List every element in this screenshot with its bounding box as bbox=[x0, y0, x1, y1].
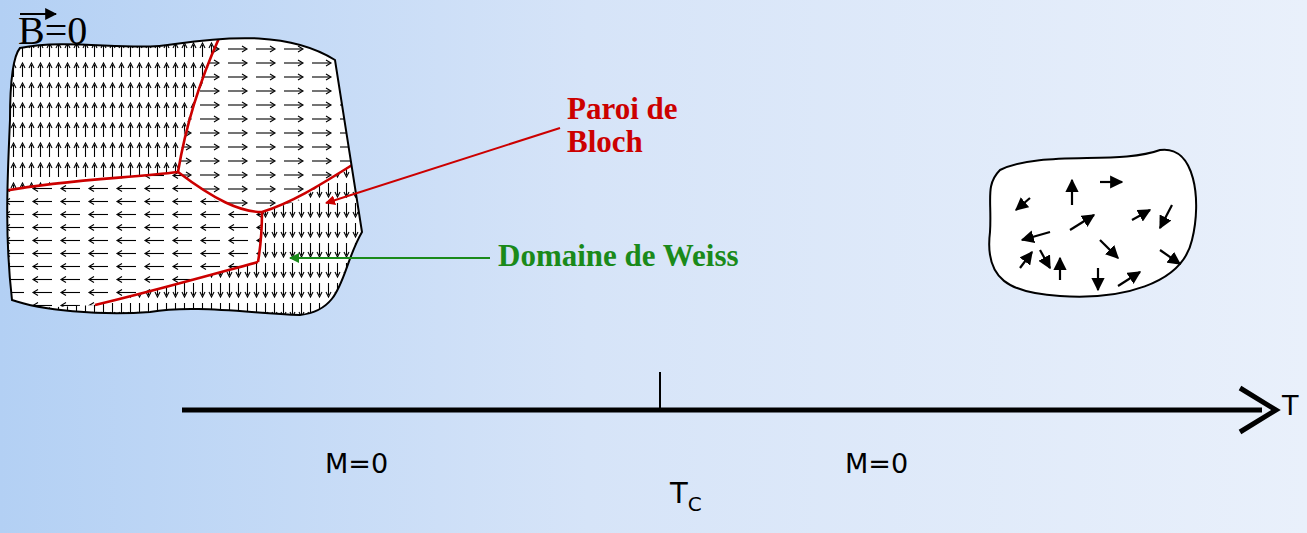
magnetization-label: M=0 bbox=[845, 450, 908, 478]
magnetization-label: M=0 bbox=[325, 450, 388, 478]
material-blob bbox=[989, 150, 1196, 297]
leader-line bbox=[326, 128, 560, 203]
axis-label: T bbox=[1282, 392, 1299, 420]
temperature-axis bbox=[182, 408, 1262, 413]
axis-arrowhead bbox=[1240, 388, 1276, 432]
domain-arrows bbox=[0, 0, 400, 340]
domain-label: Domaine de Weiss bbox=[498, 240, 739, 273]
field-label: B=0 bbox=[18, 10, 87, 52]
bloch-walls bbox=[4, 36, 370, 305]
wall-label: Paroi de Bloch bbox=[567, 93, 717, 158]
curie-tick bbox=[659, 372, 661, 410]
leader-line bbox=[290, 257, 490, 259]
random-moments bbox=[1016, 180, 1180, 290]
blob-outline bbox=[7, 38, 362, 315]
curie-temperature: TC bbox=[670, 478, 702, 515]
